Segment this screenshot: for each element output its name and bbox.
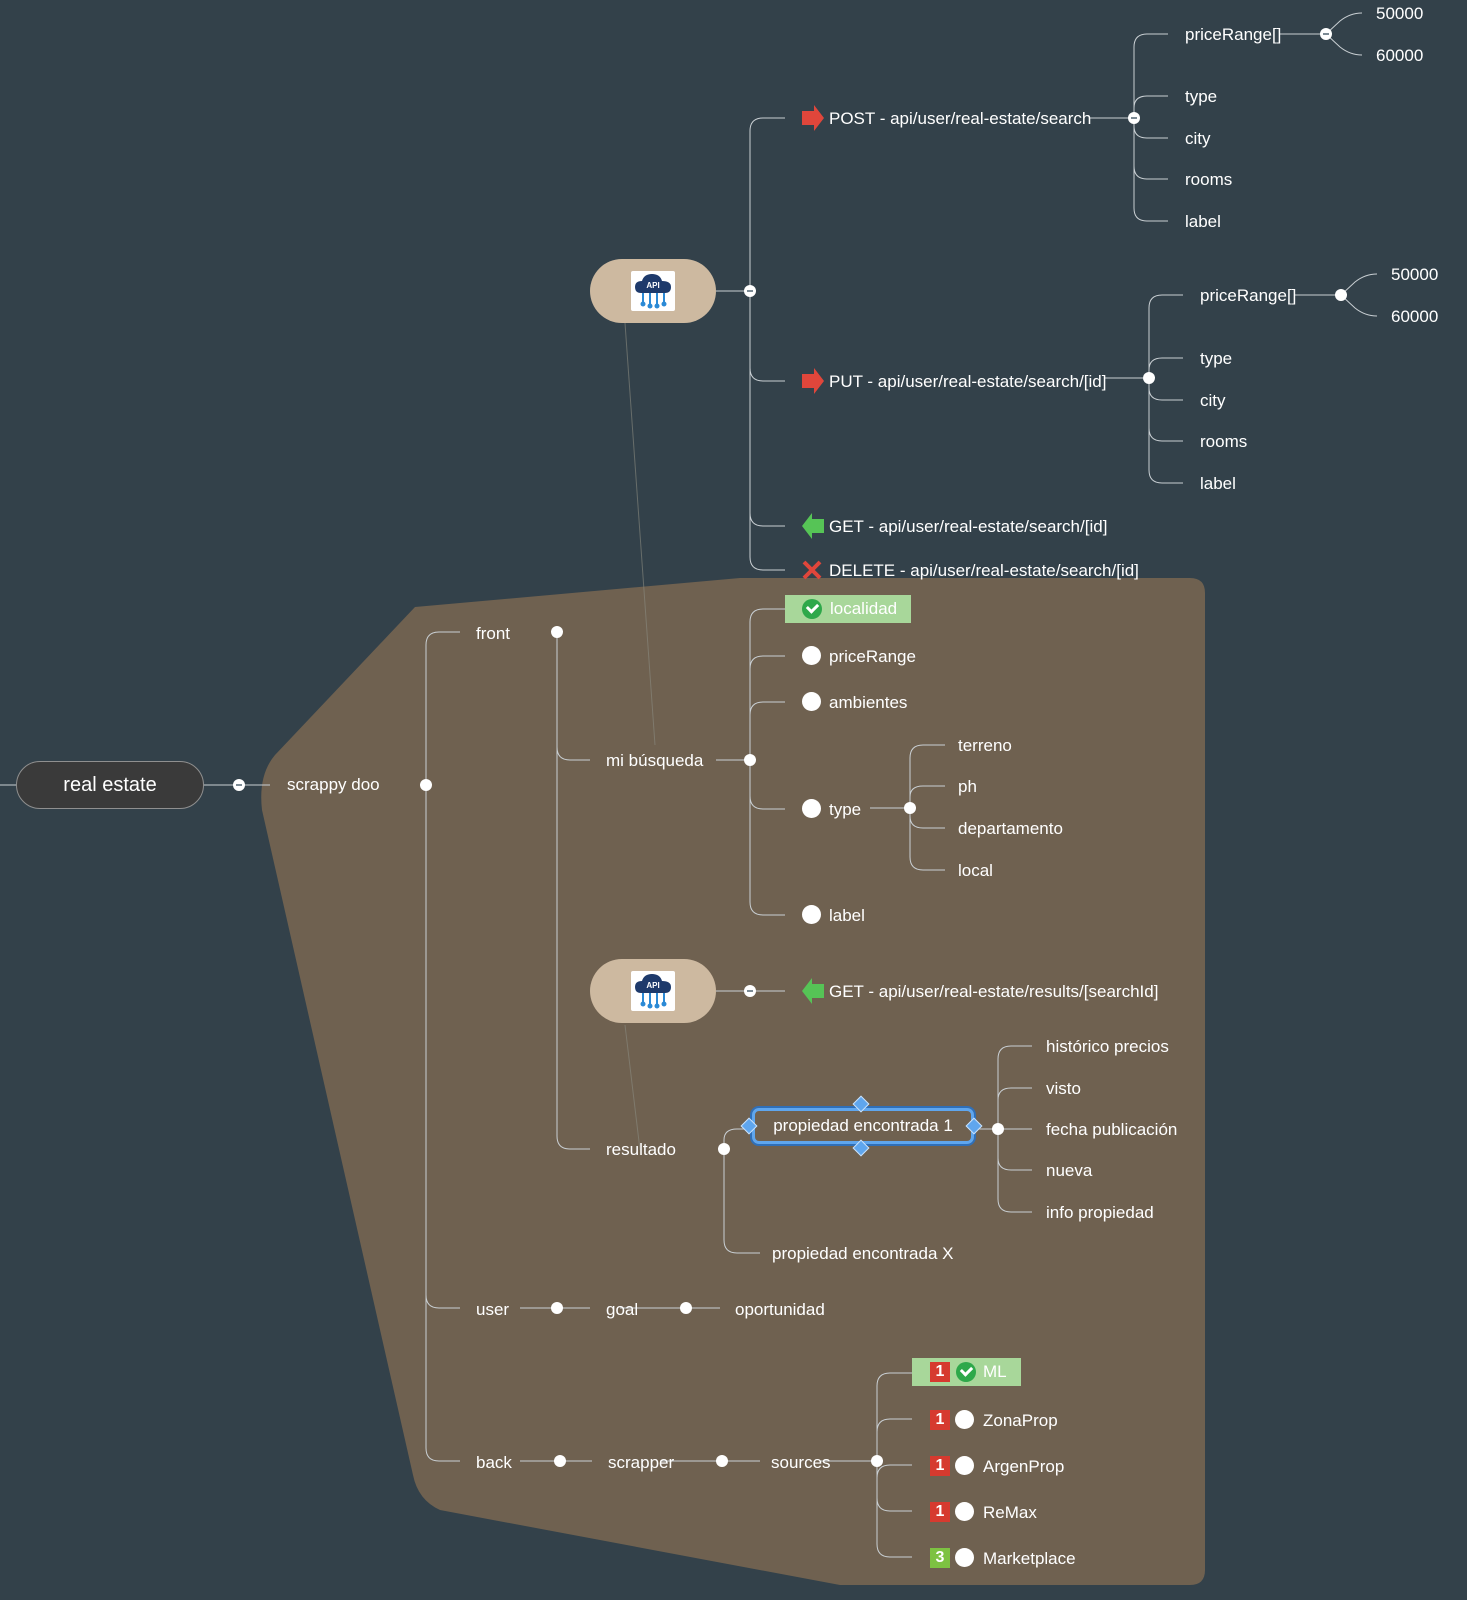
resultado-node[interactable]: resultado (606, 1140, 676, 1159)
property-detail[interactable]: info propiedad (1046, 1203, 1154, 1222)
check-icon (956, 1362, 976, 1382)
price-value[interactable]: 60000 (1376, 46, 1424, 65)
task-circle-icon[interactable] (802, 799, 821, 818)
collapse-toggle[interactable] (551, 1302, 563, 1314)
type-value[interactable]: local (958, 861, 993, 880)
scrapper-node[interactable]: scrapper (608, 1453, 675, 1472)
source-ml-done[interactable]: 1 ML (912, 1358, 1021, 1386)
collapse-toggle[interactable] (718, 1143, 730, 1155)
priority-1-icon: 1 (930, 1362, 950, 1382)
priority-1-icon: 1 (930, 1502, 950, 1522)
source-item[interactable]: ReMax (983, 1503, 1037, 1522)
api-node-top[interactable]: API (590, 259, 716, 323)
selected-node-propiedad-1[interactable]: propiedad encontrada 1 (752, 1108, 974, 1144)
endpoint-post[interactable]: POST - api/user/real-estate/search (829, 109, 1092, 128)
front-node[interactable]: front (476, 624, 511, 643)
post-field[interactable]: rooms (1185, 170, 1233, 189)
mi-busqueda-node[interactable]: mi búsqueda (606, 751, 704, 770)
localidad-done[interactable]: localidad (785, 595, 911, 623)
put-field[interactable]: type (1200, 349, 1233, 368)
endpoint-results[interactable]: GET - api/user/real-estate/results/[sear… (829, 982, 1159, 1001)
collapse-toggle[interactable] (680, 1302, 692, 1314)
priority-1-icon: 1 (930, 1456, 950, 1476)
price-value[interactable]: 50000 (1376, 4, 1424, 23)
property-detail[interactable]: visto (1046, 1079, 1081, 1098)
property-detail[interactable]: fecha publicación (1046, 1120, 1178, 1139)
post-field[interactable]: city (1185, 129, 1211, 148)
property-detail[interactable]: nueva (1046, 1161, 1093, 1180)
collapse-toggle[interactable] (744, 985, 756, 997)
svg-text:API: API (646, 981, 659, 990)
sources-node[interactable]: sources (771, 1453, 831, 1472)
red-x-icon (802, 560, 822, 580)
source-item[interactable]: ArgenProp (983, 1457, 1065, 1476)
task-circle-icon[interactable] (802, 646, 821, 665)
put-field[interactable]: city (1200, 391, 1226, 410)
root-node[interactable]: real estate (16, 761, 204, 809)
property-detail[interactable]: histórico precios (1046, 1037, 1169, 1056)
scrappy-doo-boundary (261, 578, 1205, 1585)
type-value[interactable]: departamento (958, 819, 1063, 838)
task-circle-icon[interactable] (955, 1456, 974, 1475)
cloud-api-icon: API (631, 971, 675, 1011)
boundary-label[interactable]: scrappy doo (287, 775, 380, 794)
red-arrow-icon (802, 105, 824, 131)
search-item[interactable]: priceRange (829, 647, 916, 666)
green-arrow-icon (802, 978, 824, 1004)
red-arrow-icon (802, 368, 824, 394)
api-node-bottom[interactable]: API (590, 959, 716, 1023)
post-field[interactable]: type (1185, 87, 1218, 106)
collapse-toggle[interactable] (1128, 112, 1140, 124)
task-circle-icon[interactable] (802, 905, 821, 924)
source-item[interactable]: ZonaProp (983, 1411, 1058, 1430)
price-value[interactable]: 50000 (1391, 265, 1439, 284)
put-field[interactable]: priceRange[] (1200, 286, 1297, 305)
endpoint-delete[interactable]: DELETE - api/user/real-estate/search/[id… (829, 561, 1139, 580)
collapse-toggle[interactable] (554, 1455, 566, 1467)
green-arrow-icon (802, 513, 824, 539)
put-field[interactable]: rooms (1200, 432, 1248, 451)
search-item[interactable]: type (829, 800, 862, 819)
source-item[interactable]: Marketplace (983, 1549, 1076, 1568)
back-node[interactable]: back (476, 1453, 512, 1472)
collapse-toggle[interactable] (904, 802, 916, 814)
put-field[interactable]: label (1200, 474, 1236, 493)
priority-1-icon: 1 (930, 1410, 950, 1430)
svg-text:API: API (646, 281, 659, 290)
task-circle-icon[interactable] (955, 1502, 974, 1521)
propiedad-x-node[interactable]: propiedad encontrada X (772, 1244, 954, 1263)
collapse-toggle[interactable] (992, 1123, 1004, 1135)
oportunidad-node[interactable]: oportunidad (735, 1300, 825, 1319)
task-circle-icon[interactable] (802, 692, 821, 711)
collapse-toggle[interactable] (420, 779, 432, 791)
user-node[interactable]: user (476, 1300, 510, 1319)
collapse-toggle[interactable] (1335, 289, 1347, 301)
type-value[interactable]: ph (958, 777, 977, 796)
collapse-toggle[interactable] (871, 1455, 883, 1467)
endpoint-put[interactable]: PUT - api/user/real-estate/search/[id] (829, 372, 1107, 391)
collapse-toggle[interactable] (716, 1455, 728, 1467)
cloud-api-icon: API (631, 271, 675, 311)
post-field[interactable]: priceRange[] (1185, 25, 1282, 44)
search-item[interactable]: ambientes (829, 693, 908, 712)
task-circle-icon[interactable] (955, 1410, 974, 1429)
priority-3-icon: 3 (930, 1548, 950, 1568)
collapse-toggle[interactable] (1143, 372, 1155, 384)
collapse-toggle[interactable] (551, 626, 563, 638)
price-value[interactable]: 60000 (1391, 307, 1439, 326)
task-circle-icon[interactable] (955, 1548, 974, 1567)
collapse-toggle[interactable] (744, 285, 756, 297)
endpoint-get[interactable]: GET - api/user/real-estate/search/[id] (829, 517, 1108, 536)
collapse-toggle[interactable] (744, 754, 756, 766)
post-field[interactable]: label (1185, 212, 1221, 231)
collapse-toggle[interactable] (1320, 28, 1332, 40)
type-value[interactable]: terreno (958, 736, 1012, 755)
search-item[interactable]: label (829, 906, 865, 925)
goal-node[interactable]: goal (606, 1300, 639, 1319)
check-icon (802, 599, 822, 619)
collapse-toggle[interactable] (233, 779, 245, 791)
